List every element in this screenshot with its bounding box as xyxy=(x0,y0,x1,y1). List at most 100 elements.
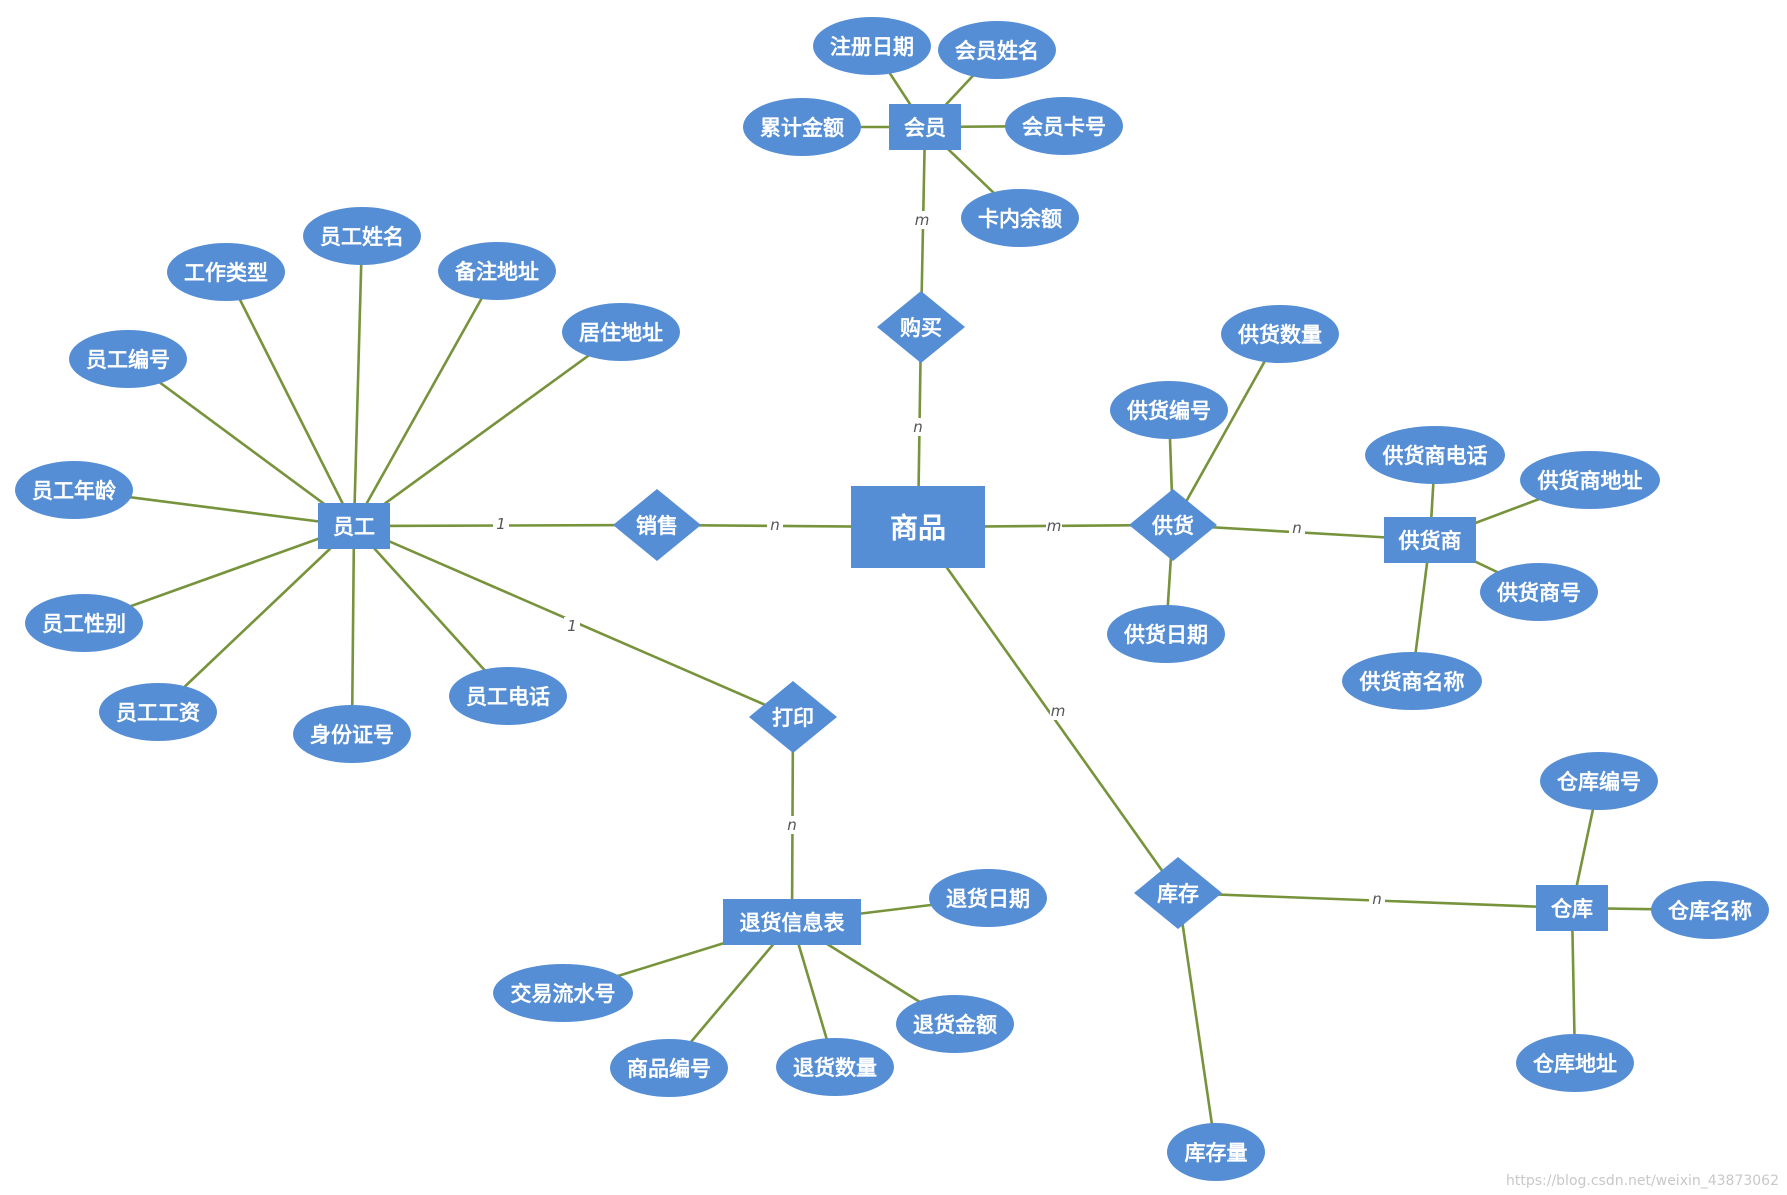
relationship-buy-shape xyxy=(877,291,965,363)
relationship-sell-shape xyxy=(613,489,701,561)
attribute-txn-no-shape xyxy=(493,964,633,1022)
attribute-sup-phone-shape xyxy=(1365,426,1505,484)
attribute-balance-label: 卡内余额 xyxy=(978,207,1062,231)
cardinality-buy-goods: n xyxy=(913,418,923,436)
connector-employee-id-no xyxy=(350,525,356,735)
attribute-emp-name-shape xyxy=(303,207,421,265)
connector-stock-stock-qty xyxy=(1176,892,1218,1153)
attribute-note-addr-label: 备注地址 xyxy=(454,260,539,284)
attribute-emp-gender-label: 员工性别 xyxy=(42,612,126,636)
attribute-emp-salary-shape xyxy=(99,683,217,741)
entity-goods-shape xyxy=(851,486,985,568)
attribute-job-type-label: 工作类型 xyxy=(184,261,268,285)
attribute-wh-no-label: 仓库编号 xyxy=(1556,770,1641,794)
watermark: https://blog.csdn.net/weixin_43873062 xyxy=(1505,1173,1779,1189)
attribute-card-no-shape xyxy=(1005,97,1123,155)
connector-employee-emp-salary xyxy=(157,525,355,713)
attribute-refund-date-label: 退货日期 xyxy=(946,887,1030,911)
relationship-stock-label: 库存 xyxy=(1157,882,1199,906)
entity-refund-label: 退货信息表 xyxy=(740,911,846,935)
attribute-refund-qty-shape xyxy=(776,1038,894,1096)
attribute-member-name-label: 会员姓名 xyxy=(955,39,1039,63)
cardinality-stock-warehouse: n xyxy=(1372,890,1382,908)
attribute-job-type-shape xyxy=(167,243,285,301)
entity-warehouse-shape xyxy=(1536,885,1608,931)
cardinality-bg xyxy=(1050,702,1066,720)
relationship-buy-label: 购买 xyxy=(900,316,942,340)
attribute-supply-qty-label: 供货数量 xyxy=(1237,323,1322,347)
diagram-shapes: 会员员工商品供货商退货信息表仓库购买销售供货打印库存注册日期会员姓名累计金额会员… xyxy=(15,17,1769,1181)
attribute-supply-date-label: 供货日期 xyxy=(1123,623,1208,647)
attribute-sup-no-label: 供货商号 xyxy=(1496,581,1581,605)
attribute-emp-no-label: 员工编号 xyxy=(86,348,170,372)
connector-employee-emp-phone xyxy=(353,525,509,697)
cardinality-bg xyxy=(914,211,930,229)
cardinality-goods-stock: m xyxy=(1051,702,1066,720)
attribute-stock-qty-shape xyxy=(1167,1123,1265,1181)
attribute-sup-name-label: 供货商名称 xyxy=(1359,670,1465,694)
attribute-id-no-shape xyxy=(293,705,411,763)
attribute-reg-date-shape xyxy=(813,17,931,75)
cardinality-bg xyxy=(1369,890,1385,908)
attribute-reg-date-label: 注册日期 xyxy=(830,35,914,59)
connector-employee-note-addr xyxy=(352,270,499,527)
connector-supply-supply-qty xyxy=(1171,333,1282,526)
attribute-stock-qty-label: 库存量 xyxy=(1185,1141,1248,1165)
attribute-emp-no-shape xyxy=(69,330,187,388)
cardinality-sell-goods: n xyxy=(770,516,780,534)
cardinality-employee-sell: 1 xyxy=(496,515,506,533)
entity-employee-shape xyxy=(318,503,390,549)
attribute-member-name-shape xyxy=(938,21,1056,79)
attribute-emp-phone-label: 员工电话 xyxy=(466,685,550,709)
attribute-goods-no-shape xyxy=(610,1039,728,1097)
attribute-sup-no-shape xyxy=(1480,563,1598,621)
entity-refund-shape xyxy=(723,899,861,945)
attribute-emp-gender-shape xyxy=(25,594,143,652)
cardinality-bg xyxy=(1046,517,1062,535)
attribute-id-no-label: 身份证号 xyxy=(310,723,394,747)
cardinality-goods-supply: m xyxy=(1047,517,1062,535)
entity-supplier-shape xyxy=(1384,517,1476,563)
attribute-refund-amount-shape xyxy=(896,995,1014,1053)
attribute-sup-name-shape xyxy=(1342,652,1482,710)
cardinality-bg xyxy=(784,816,800,834)
attribute-txn-no-label: 交易流水号 xyxy=(511,982,616,1006)
cardinality-bg xyxy=(1289,519,1305,537)
attribute-wh-no-shape xyxy=(1540,752,1658,810)
attribute-supply-date-shape xyxy=(1107,605,1225,663)
cardinality-print-refund: n xyxy=(787,816,797,834)
entity-goods-label: 商品 xyxy=(890,512,946,545)
cardinality-supply-supplier: n xyxy=(1292,519,1302,537)
attribute-goods-no-label: 商品编号 xyxy=(627,1057,711,1081)
entity-supplier-label: 供货商 xyxy=(1398,529,1462,553)
cardinality-bg xyxy=(564,617,580,635)
attribute-home-addr-shape xyxy=(562,303,680,361)
connector-employee-home-addr xyxy=(353,330,622,528)
attribute-emp-age-label: 员工年龄 xyxy=(32,479,117,503)
attribute-refund-date-shape xyxy=(929,869,1047,927)
attribute-total-amount-label: 累计金额 xyxy=(760,116,844,140)
connector-employee-emp-no xyxy=(127,357,355,528)
relationship-sell-label: 销售 xyxy=(636,514,678,538)
cardinality-employee-print: 1 xyxy=(567,617,577,635)
attribute-supply-qty-shape xyxy=(1221,305,1339,363)
entity-member-label: 会员 xyxy=(904,116,946,140)
cardinality-bg xyxy=(910,418,926,436)
connector-lines xyxy=(73,45,1711,1153)
attribute-refund-qty-label: 退货数量 xyxy=(793,1056,877,1080)
attribute-sup-addr-shape xyxy=(1520,451,1660,509)
attribute-refund-amount-label: 退货金额 xyxy=(913,1013,997,1037)
relationship-supply-shape xyxy=(1129,489,1217,561)
connector-employee-job-type xyxy=(224,271,356,527)
attribute-supply-no-shape xyxy=(1110,381,1228,439)
attribute-sup-addr-label: 供货商地址 xyxy=(1537,469,1643,493)
relationship-stock-shape xyxy=(1134,857,1222,929)
cardinality-bg xyxy=(767,516,783,534)
entity-member-shape xyxy=(889,104,961,150)
attribute-emp-phone-shape xyxy=(449,667,567,725)
attribute-home-addr-label: 居住地址 xyxy=(579,321,663,345)
connector-employee-emp-name xyxy=(352,235,364,527)
attribute-balance-shape xyxy=(961,189,1079,247)
